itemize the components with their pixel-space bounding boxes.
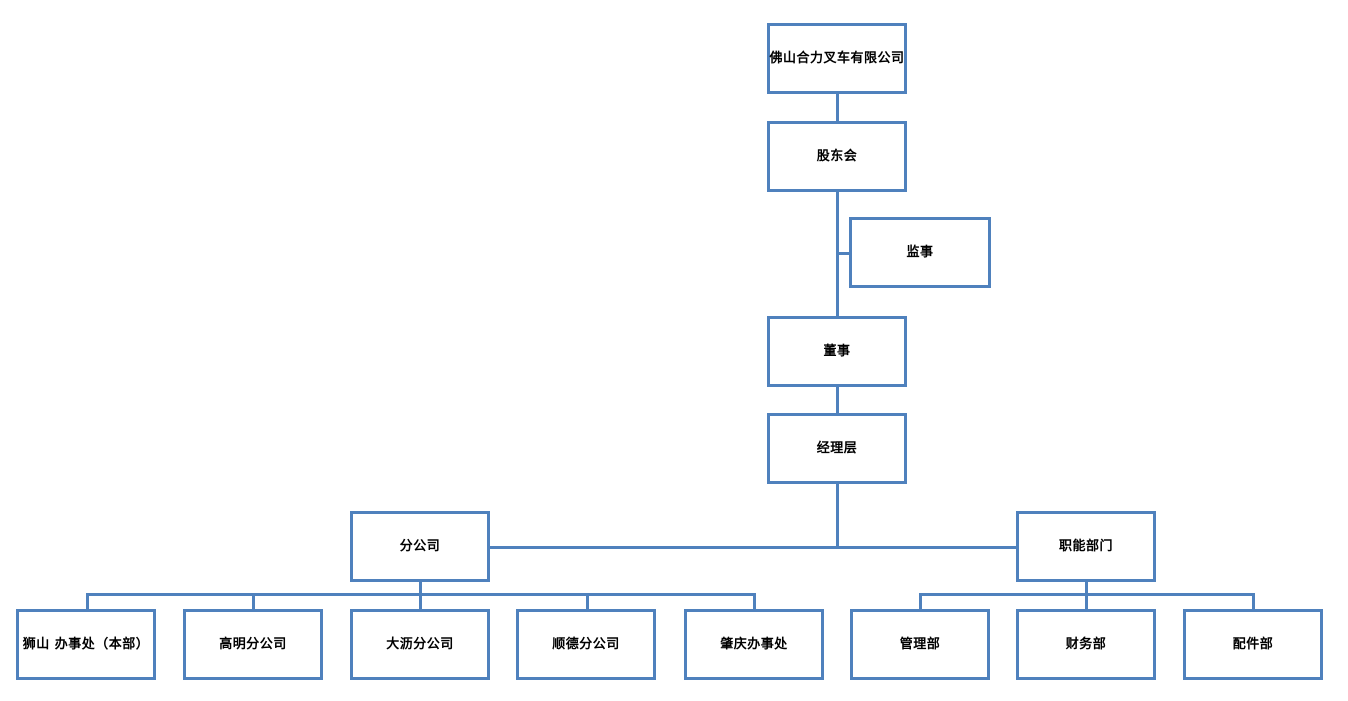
node-department-child-3[interactable]: 配件部 [1183,609,1323,680]
connector-management-drop [836,482,839,548]
node-management-label: 经理层 [816,440,858,456]
node-supervisor-label: 监事 [906,244,934,260]
connector-department-child-1-drop [919,593,922,610]
connector-trunk-to-supervisor [836,252,852,255]
node-department-child-2-label: 财务部 [1065,636,1107,652]
node-department-child-1-label: 管理部 [899,636,941,652]
node-branch-child-4-label: 顺德分公司 [552,636,620,652]
node-branch-child-1-label: 狮山 办事处（本部） [22,636,150,652]
node-branch-child-2[interactable]: 高明分公司 [183,609,323,680]
node-branches[interactable]: 分公司 [350,511,490,582]
connector-department-child-3-drop [1252,593,1255,610]
node-branch-child-5-label: 肇庆办事处 [720,636,788,652]
node-departments[interactable]: 职能部门 [1016,511,1156,582]
node-company-label: 佛山合力叉车有限公司 [769,50,905,66]
connector-branch-child-3-drop [419,593,422,610]
connector-branch-child-4-drop [586,593,589,610]
node-company[interactable]: 佛山合力叉车有限公司 [767,23,907,94]
node-department-child-2[interactable]: 财务部 [1016,609,1156,680]
node-director-label: 董事 [823,343,851,359]
node-supervisor[interactable]: 监事 [849,217,991,288]
connector-branches-to-departments [489,546,1019,549]
connector-department-child-2-drop [1085,593,1088,610]
node-shareholders[interactable]: 股东会 [767,121,907,192]
connector-branch-child-1-drop [86,593,89,610]
node-branches-label: 分公司 [399,538,441,554]
node-management[interactable]: 经理层 [767,413,907,484]
connector-branch-child-2-drop [252,593,255,610]
node-shareholders-label: 股东会 [816,148,858,164]
node-director[interactable]: 董事 [767,316,907,387]
node-branch-child-3-label: 大沥分公司 [386,636,454,652]
connector-director-to-management [836,386,839,414]
node-departments-label: 职能部门 [1058,538,1113,554]
node-branch-child-4[interactable]: 顺德分公司 [516,609,656,680]
node-department-child-3-label: 配件部 [1232,636,1274,652]
connector-company-to-shareholders [836,93,839,122]
node-branch-child-1[interactable]: 狮山 办事处（本部） [16,609,156,680]
connector-branch-child-5-drop [753,593,756,610]
node-branch-child-3[interactable]: 大沥分公司 [350,609,490,680]
node-department-child-1[interactable]: 管理部 [850,609,990,680]
node-branch-child-5[interactable]: 肇庆办事处 [684,609,824,680]
node-branch-child-2-label: 高明分公司 [219,636,287,652]
